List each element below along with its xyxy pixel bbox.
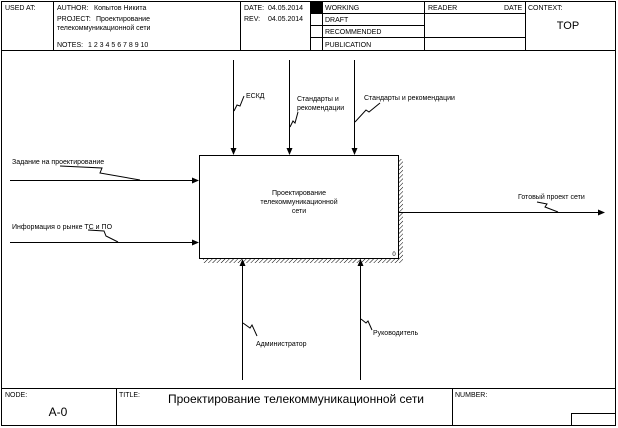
footer-block: NODE: A-0 TITLE: Проектирование телекомм… bbox=[1, 388, 616, 426]
project-line1: Проектирование bbox=[96, 16, 150, 23]
mechanism-arrow-manager[interactable]: Руководитель bbox=[357, 259, 419, 380]
project-line2: телекоммуникационной сети bbox=[57, 24, 151, 32]
notes-value: 1 2 3 4 5 6 7 8 9 10 bbox=[88, 42, 148, 49]
squiggle bbox=[59, 165, 141, 181]
date-label: DATE: bbox=[244, 5, 264, 12]
notes-label: NOTES: bbox=[57, 42, 83, 49]
input-arrow-2[interactable]: Информация о рынке ТС и ПО bbox=[10, 224, 199, 246]
activity-label-line1: Проектирование bbox=[272, 190, 326, 197]
mechanism-arrow-admin[interactable]: Администратор bbox=[239, 259, 307, 380]
control-label-esk: ЕСКД bbox=[246, 93, 265, 100]
activity-number: 0 bbox=[392, 252, 396, 258]
squiggle bbox=[233, 95, 245, 112]
project-label: PROJECT: bbox=[57, 16, 91, 23]
squiggle bbox=[289, 111, 299, 128]
status-recommended: RECOMMENDED bbox=[325, 29, 381, 36]
header-block: USED AT: AUTHOR: Копытов Никита PROJECT:… bbox=[1, 1, 616, 51]
status-publication: PUBLICATION bbox=[325, 42, 371, 49]
number-label: NUMBER: bbox=[455, 392, 487, 399]
reader-label: READER bbox=[428, 5, 457, 12]
control-label-standards-line2: рекомендации bbox=[297, 105, 344, 112]
author-value: Копытов Никита bbox=[94, 5, 147, 12]
activity-label-line3: сети bbox=[292, 208, 306, 215]
activity-label-line2: телекоммуникационной bbox=[260, 198, 337, 206]
control-label-standards-2: Стандарты и рекомендации bbox=[364, 95, 455, 102]
reader-date-label: DATE bbox=[504, 5, 522, 12]
rev-label: REV: bbox=[244, 16, 260, 23]
squiggle bbox=[87, 229, 119, 243]
activity-rect[interactable] bbox=[199, 155, 399, 259]
input-label-market: Информация о рынке ТС и ПО bbox=[12, 224, 113, 231]
mechanism-label-manager: Руководитель bbox=[373, 330, 418, 337]
title-label: TITLE: bbox=[119, 392, 140, 399]
output-label-project: Готовый проект сети bbox=[518, 193, 585, 201]
control-arrow-standards-1[interactable]: Стандарты и рекомендации bbox=[286, 60, 345, 155]
node-label: NODE: bbox=[5, 392, 27, 399]
status-draft: DRAFT bbox=[325, 17, 349, 24]
context-label: CONTEXT: bbox=[528, 5, 563, 12]
activity-box[interactable]: Проектирование телекоммуникационной сети… bbox=[199, 155, 404, 264]
status-working-marker bbox=[311, 2, 322, 13]
squiggle bbox=[536, 201, 559, 213]
input-label-task: Задание на проектирование bbox=[12, 159, 104, 166]
context-value: TOP bbox=[557, 20, 579, 32]
control-arrow-standards-2[interactable]: Стандарты и рекомендации bbox=[351, 60, 455, 155]
input-arrow-1[interactable]: Задание на проектирование bbox=[10, 159, 199, 184]
control-arrow-esk[interactable]: ЕСКД bbox=[230, 60, 265, 155]
used-at-label: USED AT: bbox=[5, 5, 36, 12]
output-arrow[interactable]: Готовый проект сети bbox=[399, 193, 605, 216]
node-value: A-0 bbox=[49, 405, 68, 419]
squiggle bbox=[242, 322, 258, 337]
squiggle bbox=[360, 318, 373, 331]
squiggle bbox=[354, 102, 381, 123]
mechanism-label-admin: Администратор bbox=[256, 341, 307, 348]
rev-value: 04.05.2014 bbox=[268, 16, 303, 23]
diagram-title: Проектирование телекоммуникационной сети bbox=[168, 392, 424, 406]
author-label: AUTHOR: bbox=[57, 5, 89, 12]
status-working: WORKING bbox=[325, 5, 359, 12]
date-value: 04.05.2014 bbox=[268, 5, 303, 12]
control-label-standards-line1: Стандарты и bbox=[297, 96, 339, 103]
